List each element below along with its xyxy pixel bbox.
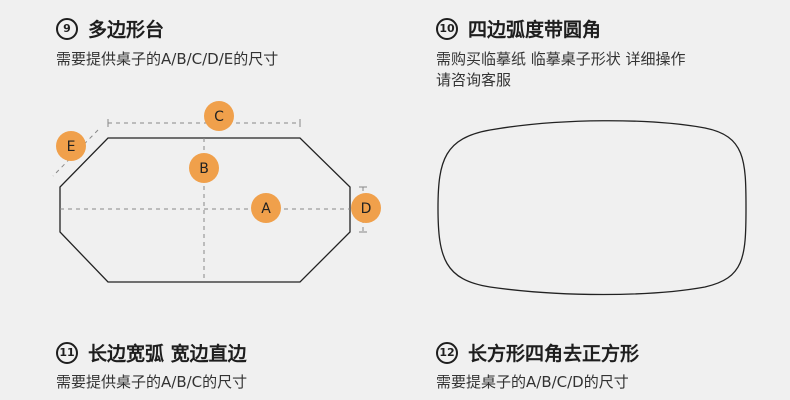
octagon-shape (59, 137, 351, 283)
badge-a: A (251, 193, 281, 223)
card-10-desc-line-2: 请咨询客服 (436, 71, 512, 89)
card-9-title: 9 多边形台 (56, 15, 164, 42)
card-11-description: 需要提供桌子的A/B/C的尺寸 (56, 373, 248, 391)
badge-e: E (56, 131, 86, 161)
card-10-desc-line-1: 需购买临摹纸 临摹桌子形状 详细操作 (436, 50, 686, 68)
card-10-description: 需购买临摹纸 临摹桌子形状 详细操作 请咨询客服 (436, 49, 686, 91)
badge-d: D (351, 193, 381, 223)
badge-e-label: E (67, 139, 76, 155)
badge-a-label: A (261, 201, 271, 217)
badge-d-label: D (361, 201, 372, 217)
card-9-number: 9 (56, 17, 78, 40)
card-11-number: 11 (56, 341, 78, 364)
badge-b-label: B (199, 161, 209, 177)
rounded-shape (437, 120, 747, 296)
card-12-title: 12 长方形四角去正方形 (436, 339, 639, 366)
card-9-description: 需要提供桌子的A/B/C/D/E的尺寸 (56, 50, 279, 68)
badge-c-label: C (214, 109, 224, 125)
card-11-title-text: 长边宽弧 宽边直边 (88, 343, 247, 365)
badge-c: C (204, 101, 234, 131)
card-9-title-text: 多边形台 (88, 19, 165, 41)
card-10-title: 10 四边弧度带圆角 (436, 15, 601, 42)
badge-b: B (189, 153, 219, 183)
card-11-title: 11 长边宽弧 宽边直边 (56, 339, 247, 366)
card-12-number: 12 (436, 341, 458, 364)
card-10-number: 10 (436, 17, 458, 40)
card-12-title-text: 长方形四角去正方形 (468, 343, 640, 365)
card-12-description: 需要提桌子的A/B/C/D的尺寸 (436, 373, 629, 391)
card-10-title-text: 四边弧度带圆角 (468, 19, 602, 41)
